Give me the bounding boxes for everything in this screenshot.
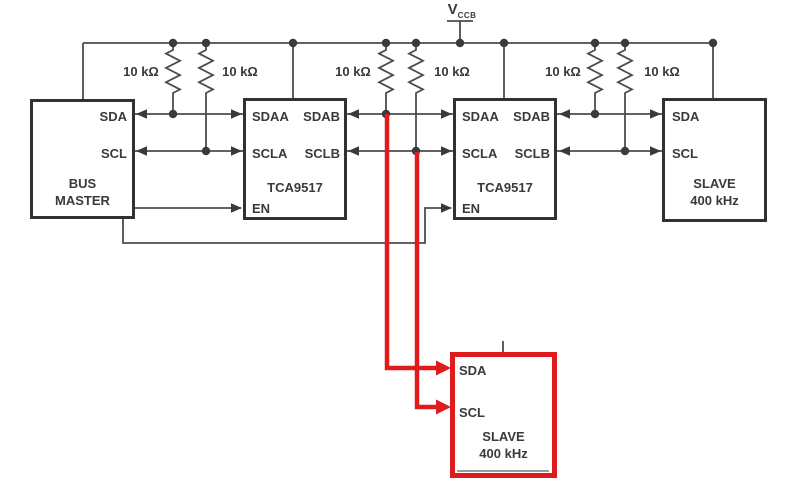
- junction-dot: [590, 109, 600, 119]
- buffer2-scla-pin: SCLA: [462, 146, 498, 161]
- bus-master-name-line2: MASTER: [55, 193, 110, 208]
- buffer2-sda-pinrow: SDAA SDAB: [462, 109, 550, 124]
- buffer1-sdab-pin: SDAB: [303, 109, 340, 124]
- resistor-label-4: 10 kΩ: [434, 64, 470, 79]
- red-tap-sda-wire: [384, 114, 438, 371]
- junction-dot: [590, 38, 600, 48]
- slave-fast-name: SLAVE 400 kHz: [665, 175, 764, 209]
- arrowhead-left: [348, 146, 359, 156]
- buffer1-name: TCA9517: [267, 180, 323, 195]
- resistor-symbol-3: [377, 43, 395, 114]
- junction-dot: [620, 38, 630, 48]
- resistor-symbol-5: [586, 43, 604, 114]
- arrowhead-right: [441, 203, 452, 213]
- arrowhead-right: [650, 109, 661, 119]
- resistor-label-3: 10 kΩ: [335, 64, 371, 79]
- buffer1-scla-pin: SCLA: [252, 146, 288, 161]
- arrowhead-left: [348, 109, 359, 119]
- buffer1-sdaa-pin: SDAA: [252, 109, 289, 124]
- buffer1-en-pin: EN: [252, 201, 271, 216]
- bus-master-name: BUS MASTER: [33, 175, 132, 209]
- junction-dot: [499, 38, 509, 48]
- resistor-label-2: 10 kΩ: [222, 64, 258, 79]
- buffer2-scl-pinrow: SCLA SCLB: [462, 146, 550, 161]
- red-arrowhead-sda: [436, 360, 451, 376]
- buffer1-sclb-pin: SCLB: [304, 146, 340, 161]
- junction-dot: [288, 38, 298, 48]
- resistor-label-5: 10 kΩ: [545, 64, 581, 79]
- arrowhead-right: [441, 146, 452, 156]
- resistor-symbol-6: [616, 43, 634, 151]
- slave-fast-block: SDA SCL SLAVE 400 kHz: [662, 98, 767, 222]
- junction-dot: [201, 146, 211, 156]
- red-arrowhead-scl: [436, 399, 451, 415]
- arrowhead-left: [136, 146, 147, 156]
- bus-master-block: SDA SCL BUS MASTER: [30, 99, 135, 219]
- slave-added-scl-pin: SCL: [459, 405, 485, 420]
- arrowhead-right: [650, 146, 661, 156]
- resistor-label-6: 10 kΩ: [644, 64, 680, 79]
- resistor-symbol-2: [197, 43, 215, 151]
- bus-master-name-line1: BUS: [68, 176, 97, 191]
- buffer1-sda-pinrow: SDAA SDAB: [252, 109, 340, 124]
- junction-dot: [168, 109, 178, 119]
- slave-added-name: SLAVE 400 kHz: [455, 428, 552, 462]
- buffer1-scl-pinrow: SCLA SCLB: [252, 146, 340, 161]
- slave-added-block: SDA SCL SLAVE 400 kHz: [450, 352, 557, 478]
- arrowhead-right: [231, 109, 242, 119]
- vccb-label: VCCB: [442, 1, 482, 25]
- junction-dot: [455, 38, 465, 48]
- vccb-v-text: V: [447, 1, 458, 18]
- buffer2-sdab-pin: SDAB: [513, 109, 550, 124]
- resistor-label-1: 10 kΩ: [123, 64, 159, 79]
- arrowhead-left: [559, 146, 570, 156]
- arrowhead-right: [231, 146, 242, 156]
- buffer2-block: SDAA SDAB SCLA SCLB TCA9517 EN: [453, 98, 557, 220]
- slave-fast-sda-pin: SDA: [672, 109, 700, 124]
- resistor-symbol-4: [407, 43, 425, 151]
- slave-added-name-line1: SLAVE: [482, 429, 525, 444]
- arrowhead-left: [559, 109, 570, 119]
- arrowhead-right: [441, 109, 452, 119]
- slave-added-name-line2: 400 kHz: [479, 446, 528, 461]
- slave-fast-name-line1: SLAVE: [693, 176, 736, 191]
- bus-master-scl-pin: SCL: [101, 146, 127, 161]
- arrowhead-right: [231, 203, 242, 213]
- red-tap-scl-wire: [414, 152, 438, 410]
- slave-fast-scl-pin: SCL: [672, 146, 698, 161]
- slave-added-remnant-line: [457, 470, 549, 472]
- junction-dot: [168, 38, 178, 48]
- buffer2-sdaa-pin: SDAA: [462, 109, 499, 124]
- slave-added-sda-pin: SDA: [459, 363, 487, 378]
- junction-dot: [708, 38, 718, 48]
- buffer2-en-wire: [122, 207, 451, 244]
- buffer2-name: TCA9517: [477, 180, 533, 195]
- arrowhead-left: [136, 109, 147, 119]
- buffer2-en-pin: EN: [462, 201, 481, 216]
- resistor-symbol-1: [164, 43, 182, 114]
- junction-dot: [381, 38, 391, 48]
- vccb-sub-text: CCB: [457, 11, 477, 20]
- buffer1-block: SDAA SDAB SCLA SCLB TCA9517 EN: [243, 98, 347, 220]
- junction-dot: [411, 38, 421, 48]
- buffer2-sclb-pin: SCLB: [514, 146, 550, 161]
- bus-master-sda-pin: SDA: [99, 109, 127, 124]
- junction-dot: [620, 146, 630, 156]
- slave-fast-name-line2: 400 kHz: [690, 193, 739, 208]
- junction-dot: [201, 38, 211, 48]
